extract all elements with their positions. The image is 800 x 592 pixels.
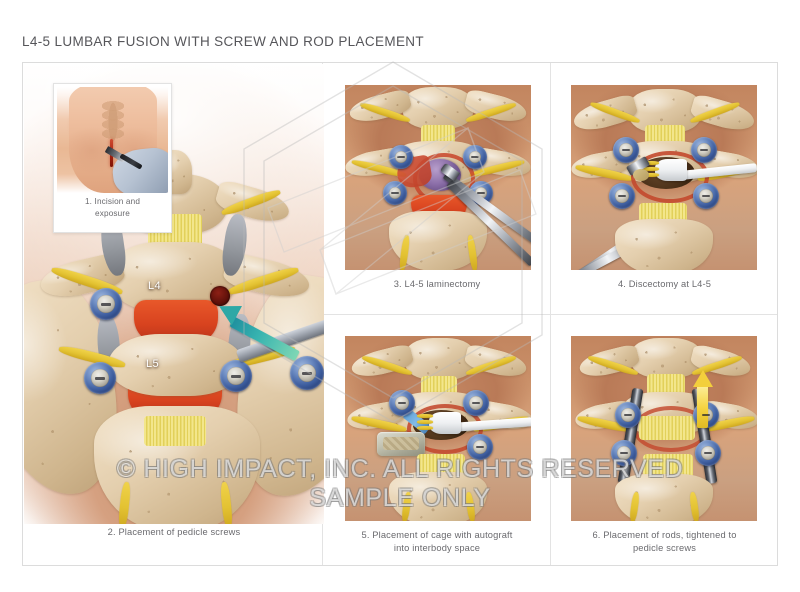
yellow-arrow-head (693, 370, 713, 387)
retractor-tine-1 (417, 414, 433, 418)
pedicle-screw-upper-left[interactable] (389, 390, 415, 416)
panel-6-rod-placement[interactable]: 6. Placement of rods, tightened to pedic… (551, 315, 777, 565)
pedicle-screw-lower-right[interactable] (693, 183, 719, 209)
panel-5-caption-line1: 5. Placement of cage with autograft (361, 530, 513, 540)
ligamentum-flavum-lower (144, 416, 206, 446)
vertebra-upper (405, 338, 475, 380)
panel-6-caption: 6. Placement of rods, tightened to pedic… (551, 529, 777, 555)
panel-1-caption-line1: 1. Incision and (84, 197, 141, 206)
pedicle-screw-l4-left[interactable] (90, 288, 122, 320)
label-l5: L5 (146, 358, 160, 370)
panel-3-artwork (345, 85, 531, 270)
panel-1-artwork (57, 87, 168, 193)
panel-1-caption-line2: exposure (95, 209, 130, 218)
pedicle-screw-upper-right[interactable] (463, 145, 487, 169)
retractor-tine-1 (643, 161, 659, 165)
nerve-root-retractor-head (655, 159, 687, 181)
ligamentum-flavum-upper (645, 125, 685, 145)
panel-3-caption: 3. L4-5 laminectomy (393, 279, 481, 289)
panel-6-artwork (571, 336, 757, 521)
retractor-tine-2 (417, 420, 433, 424)
panel-4-caption: 4. Discectomy at L4-5 (617, 279, 712, 289)
pedicle-screw-upper-left[interactable] (615, 402, 641, 428)
vertebra-upper (631, 338, 701, 378)
nerve-root-retractor-head (429, 412, 461, 434)
panel-2-caption: 2. Placement of pedicle screws (107, 527, 241, 537)
retractor-tine-3 (417, 426, 433, 430)
panel-5-cage-placement[interactable]: 5. Placement of cage with autograft into… (323, 315, 551, 565)
pedicle-screw-l5-left[interactable] (84, 362, 116, 394)
screwdriver-tip-screw[interactable] (290, 356, 324, 390)
pedicle-screw-upper-right[interactable] (691, 137, 717, 163)
extracted-disc-fragment (633, 169, 649, 181)
panel-6-caption-line1: 6. Placement of rods, tightened to (592, 530, 737, 540)
pedicle-screw-upper-left[interactable] (613, 137, 639, 163)
panel-6-caption-line2: pedicle screws (632, 543, 697, 553)
spine-silhouette (99, 101, 127, 143)
panel-4-discectomy[interactable]: 4. Discectomy at L4-5 (551, 64, 777, 315)
panel-5-caption-line2: into interbody space (393, 543, 481, 553)
vertebra-upper (629, 89, 701, 133)
yellow-arrow-shaft (697, 384, 708, 428)
retractor-tine-2 (643, 167, 659, 171)
pedicle-screw-lower-right[interactable] (695, 440, 721, 466)
page-title: L4-5 LUMBAR FUSION WITH SCREW AND ROD PL… (22, 34, 424, 49)
pedicle-screw-lower-right[interactable] (467, 434, 493, 460)
illustration-frame: L4 L5 2. Placement of pedicle screws (22, 62, 778, 566)
fusion-graft (639, 416, 695, 440)
panel-4-artwork (571, 85, 757, 270)
pedicle-entry-hole-l4-right (210, 286, 230, 306)
label-l4: L4 (148, 280, 162, 292)
pedicle-screw-l5-right[interactable] (220, 360, 252, 392)
cage-autograft-fill (383, 437, 419, 450)
sacrum (615, 219, 713, 270)
vertebra-upper (403, 87, 473, 129)
vertebra-l5-lamina (108, 334, 244, 396)
pedicle-screw-upper-left[interactable] (389, 145, 413, 169)
panel-1-incision-card[interactable]: 1. Incision and exposure (53, 83, 172, 233)
panel-3-laminectomy[interactable]: 3. L4-5 laminectomy (323, 64, 551, 315)
pedicle-screw-lower-left[interactable] (609, 183, 635, 209)
pedicle-screw-lower-left[interactable] (611, 440, 637, 466)
panel-5-caption: 5. Placement of cage with autograft into… (323, 529, 551, 555)
pedicle-screw-upper-right[interactable] (463, 390, 489, 416)
pedicle-screw-lower-left[interactable] (383, 181, 407, 205)
panel-1-caption: 1. Incision and exposure (54, 196, 171, 220)
panel-5-artwork (345, 336, 531, 521)
divider-horizontal-right (322, 314, 777, 315)
retractor-tine-3 (643, 173, 659, 177)
